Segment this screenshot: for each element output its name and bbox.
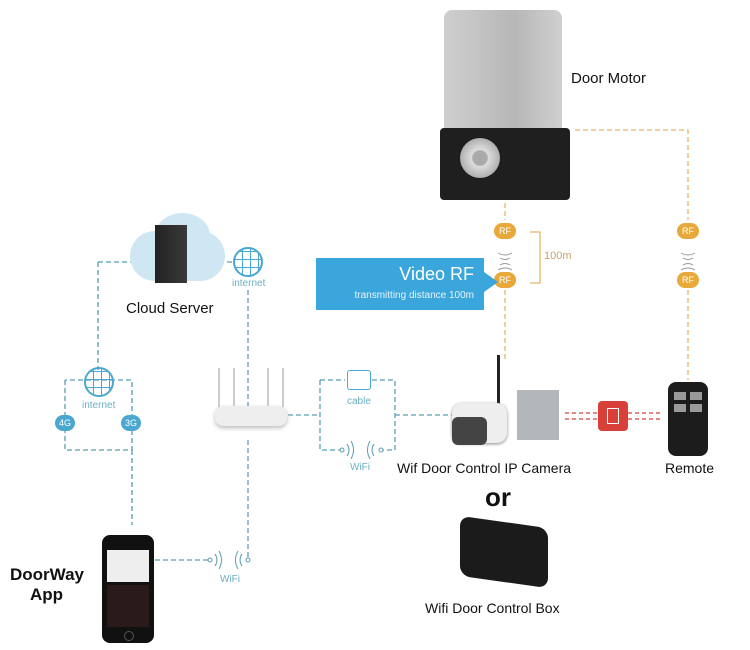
rf-line-motor-remote xyxy=(575,129,689,380)
control-box-image xyxy=(460,515,548,589)
rf-badge-remote-top: RF xyxy=(677,223,699,239)
rf-badge-motor-top: RF xyxy=(494,223,516,239)
3g-badge: 3G xyxy=(121,415,141,431)
remote-label: Remote xyxy=(665,460,715,476)
cloud-server-label: Cloud Server xyxy=(126,300,214,317)
rf-badge-remote-bottom: RF xyxy=(677,272,699,288)
video-rf-callout: Video RF transmitting distance 100m xyxy=(316,258,498,310)
smartphone-image xyxy=(102,535,154,643)
or-label: or xyxy=(485,482,511,512)
door-motor-label: Door Motor xyxy=(571,70,647,87)
cable-label: cable xyxy=(347,396,371,407)
control-box-label: Wifi Door Control Box xyxy=(425,600,560,616)
distance-label: 100m xyxy=(544,250,572,262)
cloud-server-image xyxy=(130,213,225,288)
distance-bracket xyxy=(530,231,541,284)
internet-label-top: internet xyxy=(232,278,266,289)
door-motor-image xyxy=(440,10,570,200)
camera-label: Wif Door Control IP Camera xyxy=(397,460,572,476)
internet-label-left: internet xyxy=(82,400,116,411)
ir-line-right xyxy=(628,412,662,420)
ethernet-port-icon xyxy=(347,370,371,390)
wifi-label-router: WiFi xyxy=(350,462,370,473)
4g-badge: 4G xyxy=(55,415,75,431)
gear-icon xyxy=(460,138,500,178)
remote-image xyxy=(668,382,708,456)
app-label-line1: DoorWay xyxy=(10,565,84,584)
rf-badge-motor-bottom: RF xyxy=(494,272,516,288)
ip-camera-image xyxy=(447,355,562,450)
line-cable-box xyxy=(319,379,396,451)
wifi-label-app: WiFi xyxy=(220,574,240,585)
router-image xyxy=(215,368,287,430)
server-rack-icon xyxy=(155,225,187,283)
callout-title: Video RF xyxy=(399,264,474,284)
ir-line-left xyxy=(565,412,598,420)
globe-icon xyxy=(84,367,114,397)
globe-icon xyxy=(233,247,263,277)
signal-document-icon xyxy=(598,401,628,431)
callout-subtitle: transmitting distance 100m xyxy=(354,290,474,301)
app-label-line2: App xyxy=(30,585,64,604)
